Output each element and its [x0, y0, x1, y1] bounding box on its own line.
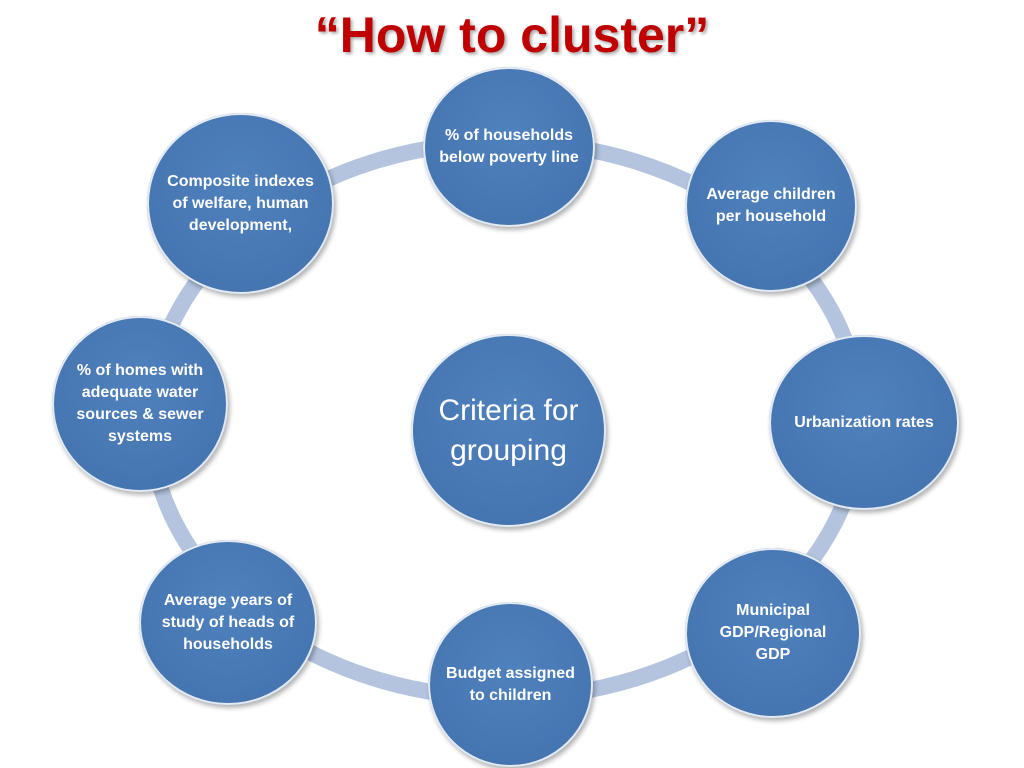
node-urbanization-label: Urbanization rates	[794, 413, 934, 431]
node-poverty-label: % of households below poverty line	[439, 127, 579, 166]
node-children-per-household-label: Average children per household	[706, 186, 836, 225]
node-poverty: % of households below poverty line	[423, 67, 595, 227]
slide-title: “How to cluster”	[314, 7, 710, 63]
node-years-of-study: Average years of study of heads of house…	[139, 540, 317, 705]
node-urbanization: Urbanization rates	[769, 335, 959, 510]
node-budget-label: Budget assigned to children	[446, 664, 575, 704]
center-criteria: Criteria for grouping	[411, 334, 606, 527]
node-years-of-study-label: Average years of study of heads of house…	[161, 591, 295, 653]
center-criteria-label: Criteria for grouping	[438, 393, 579, 467]
node-children-per-household: Average children per household	[685, 120, 857, 292]
node-water-sewer-label: % of homes with adequate water sources &…	[76, 362, 204, 445]
node-gdp: Municipal GDP/Regional GDP	[685, 548, 861, 718]
node-gdp-label: Municipal GDP/Regional GDP	[719, 602, 827, 663]
node-budget: Budget assigned to children	[428, 602, 593, 767]
node-water-sewer: % of homes with adequate water sources &…	[52, 316, 228, 492]
node-composite-indexes: Composite indexes of welfare, human deve…	[147, 113, 334, 294]
node-composite-indexes-label: Composite indexes of welfare, human deve…	[167, 172, 314, 234]
